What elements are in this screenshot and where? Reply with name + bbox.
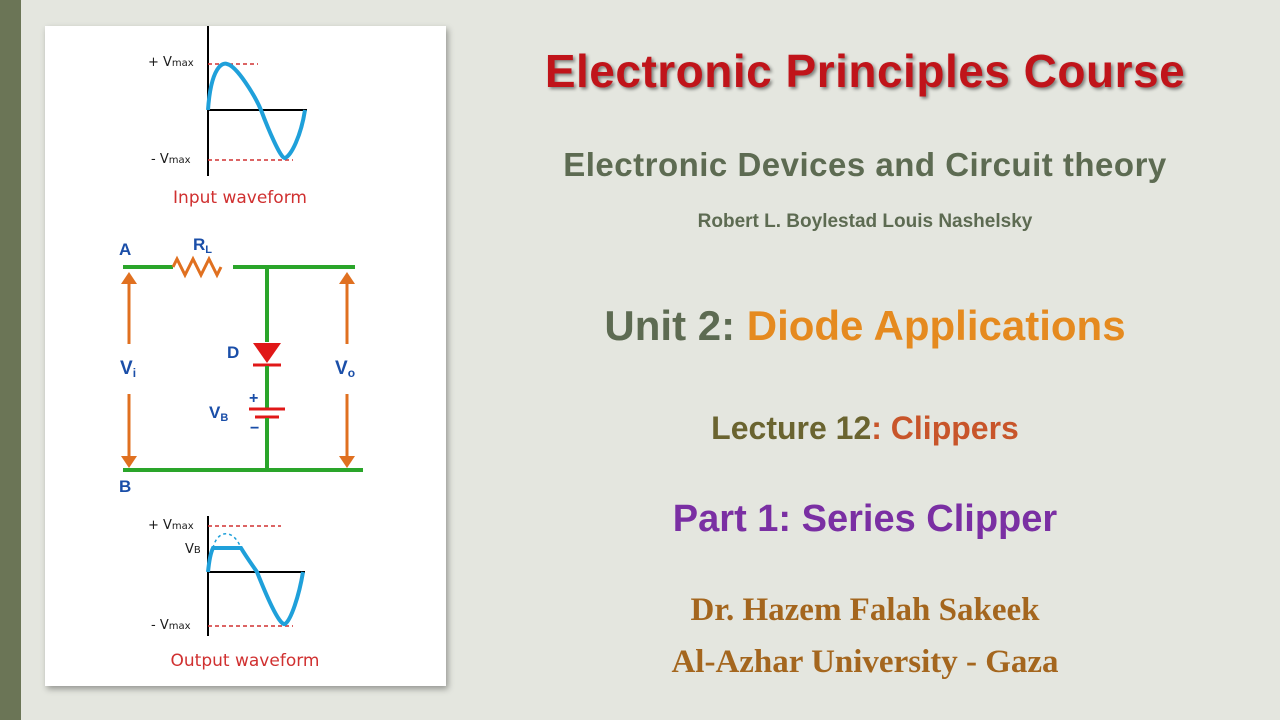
input-neg-vmax-label: - Vmax <box>151 152 191 167</box>
clipper-figure-panel: + Vmax - Vmax Input waveform <box>45 26 446 686</box>
input-waveform-graph: + Vmax - Vmax Input waveform <box>148 26 307 208</box>
diode-label: D <box>227 343 239 362</box>
node-a-label: A <box>119 240 131 259</box>
vo-label: Vo <box>335 358 355 380</box>
series-clipper-circuit: A B RL D VB + − Vi Vo <box>119 235 363 496</box>
output-clipped-wave <box>206 546 305 626</box>
resistor-rl <box>171 255 223 279</box>
resistor-label: RL <box>193 235 212 256</box>
left-accent-bar <box>0 0 21 720</box>
battery-plus-sign: + <box>249 390 258 407</box>
unit-heading: Unit 2: Diode Applications <box>470 302 1260 350</box>
unit-topic: Diode Applications <box>746 302 1126 349</box>
book-title: Electronic Devices and Circuit theory <box>563 146 1167 183</box>
vo-arrowhead-down <box>339 456 355 468</box>
university-name: Al-Azhar University - Gaza <box>671 644 1059 680</box>
output-vb-label: VB <box>185 542 201 557</box>
vi-arrowhead-up <box>121 272 137 284</box>
clipper-diagram: + Vmax - Vmax Input waveform <box>119 26 363 671</box>
book-authors: Robert L. Boylestad Louis Nashelsky <box>697 211 1033 232</box>
input-vmax-label: + Vmax <box>148 55 194 70</box>
vi-label: Vi <box>120 358 136 380</box>
vi-arrowhead-down <box>121 456 137 468</box>
lecture-prefix: Lecture 12 <box>711 410 872 446</box>
battery-minus-sign: − <box>250 420 259 437</box>
output-vmax-label: + Vmax <box>148 518 194 533</box>
output-neg-vmax-label: - Vmax <box>151 618 191 633</box>
node-b-label: B <box>119 477 131 496</box>
output-waveform-graph: + Vmax VB - Vmax Output waveform <box>148 516 319 671</box>
input-sine-wave <box>206 61 307 161</box>
lecture-heading: Lecture 12: Clippers <box>470 410 1260 447</box>
course-title: Electronic Principles Course <box>544 45 1186 97</box>
battery-label: VB <box>209 403 228 424</box>
output-waveform-caption: Output waveform <box>171 651 320 671</box>
diode-symbol <box>253 343 281 363</box>
presenter-name: Dr. Hazem Falah Sakeek <box>690 592 1040 628</box>
unit-prefix: Unit 2: <box>604 302 747 349</box>
vo-arrowhead-up <box>339 272 355 284</box>
input-waveform-caption: Input waveform <box>173 188 307 208</box>
lecture-topic: : Clippers <box>871 410 1019 446</box>
part-heading: Part 1: Series Clipper <box>672 498 1058 540</box>
output-clipped-peak-dashed <box>212 533 242 549</box>
